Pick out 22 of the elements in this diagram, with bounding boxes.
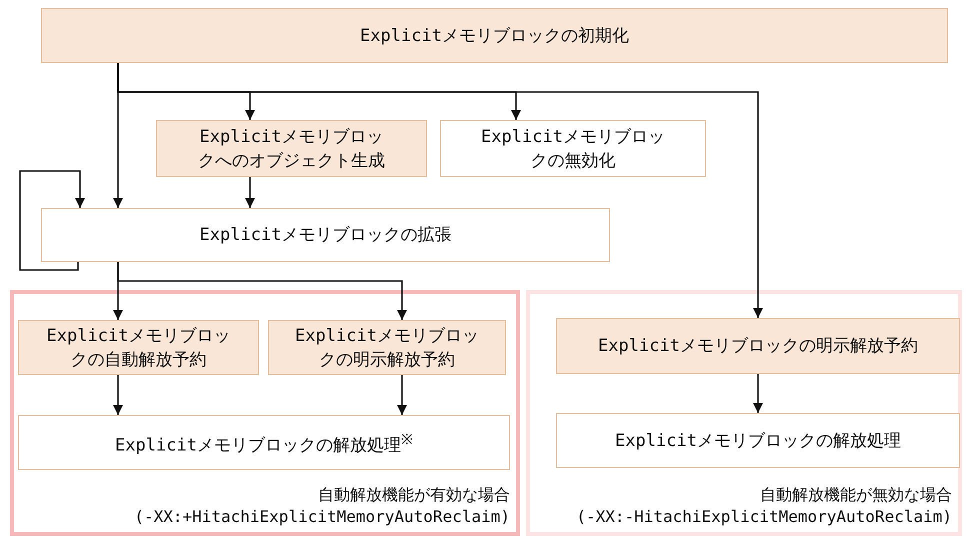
option-text: (-XX:-HitachiExplicitMemoryAutoReclaim)	[576, 506, 952, 528]
arrow	[19, 170, 85, 271]
arrow	[753, 374, 763, 413]
arrow	[245, 177, 255, 208]
process-box: Explicitメモリブロックの明示解放予約	[268, 320, 506, 375]
panel	[526, 290, 962, 536]
panel	[10, 290, 520, 536]
arrow	[113, 375, 123, 415]
process-box: Explicitメモリブロックの解放処理	[556, 413, 960, 468]
process-box: Explicitメモリブロックの自動解放予約	[18, 320, 259, 375]
process-box: Explicitメモリブロックの解放処理$^{※}$	[18, 415, 510, 470]
process-box: Explicitメモリブロックの拡張	[41, 208, 610, 262]
panel-heading: 自動解放機能が無効な場合	[760, 484, 952, 506]
panel-heading: 自動解放機能が有効な場合	[318, 484, 510, 506]
init-box: Explicitメモリブロックの初期化	[41, 8, 948, 63]
process-box: Explicitメモリブロックの無効化	[440, 120, 706, 177]
option-text: (-XX:+HitachiExplicitMemoryAutoReclaim)	[134, 506, 510, 528]
arrow	[117, 262, 407, 320]
process-box: Explicitメモリブロックへのオブジェクト生成	[156, 120, 427, 177]
process-box: Explicitメモリブロックの明示解放予約	[556, 318, 960, 374]
arrow	[117, 63, 763, 318]
arrow	[397, 375, 407, 415]
